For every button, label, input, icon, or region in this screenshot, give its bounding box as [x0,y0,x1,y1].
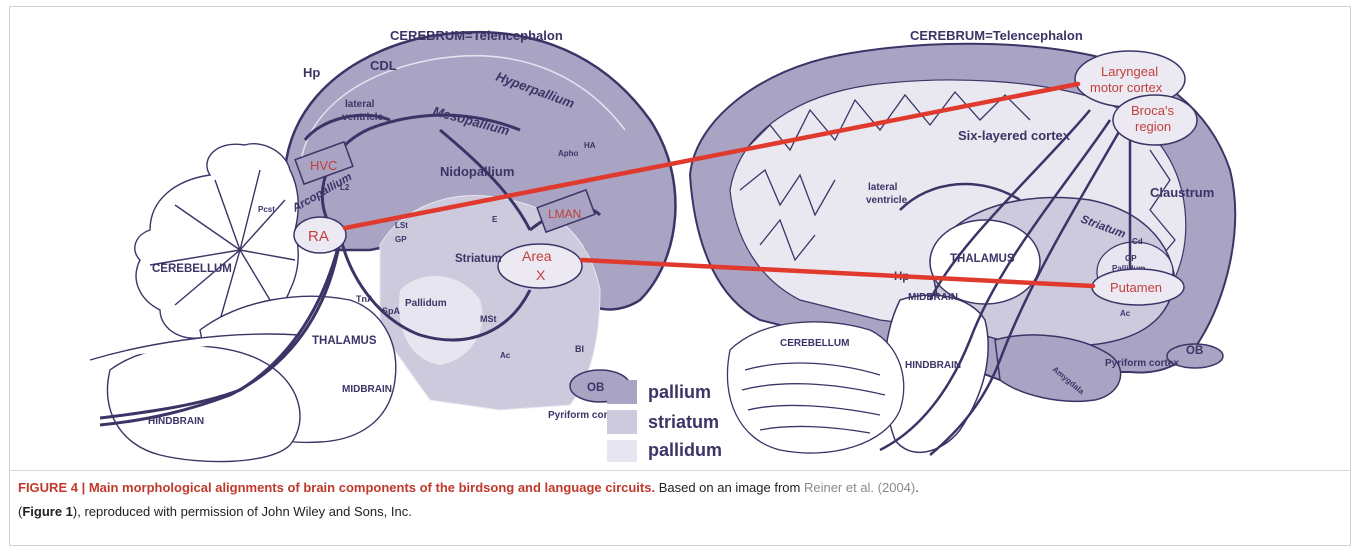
bird-small-label: TnA [356,294,374,304]
human-cerebellum-label: CEREBELLUM [780,338,849,349]
broca-label-2: region [1135,119,1171,134]
human-pyriform-label: Pyriform cortex [1105,358,1179,369]
bird-small-label: GP [395,235,407,244]
human-six-layered-label: Six-layered cortex [958,128,1071,143]
bird-small-label: HA [584,141,596,150]
legend-label-pallium: pallium [648,382,711,402]
figure-caption: FIGURE 4 | Main morphological alignments… [18,476,1338,524]
legend-swatch-striatum [607,410,637,434]
bird-pallidum-label: Pallidum [405,298,447,309]
bird-lateral-label: lateral [345,99,375,110]
human-ob-label: OB [1186,345,1203,357]
bird-nidopallium-label: Nidopallium [440,164,514,179]
caption-figure-ref[interactable]: Figure 1 [22,504,73,519]
putamen-label: Putamen [1110,280,1162,295]
bird-hindbrain-label: HINDBRAIN [148,416,204,427]
bird-striatum-label: Striatum [455,253,502,265]
broca-label-1: Broca's [1131,103,1174,118]
bird-small-label: Ac [500,351,511,360]
caption-text-2: . [915,480,919,495]
bird-small-label: SpA [382,306,401,316]
human-gp-label: GP [1125,254,1137,263]
bird-brain [90,32,675,461]
bird-cerebrum-title: CEREBRUM=Telencephalon [390,28,563,43]
caption-title: FIGURE 4 | Main morphological alignments… [18,480,655,495]
bird-small-label: Apho [558,149,579,158]
human-thalamus-label: THALAMUS [950,253,1015,265]
area-x-label-1: Area [522,248,552,264]
brain-diagram: HVC RA LMAN Area X CEREBRUM=Telencephalo… [0,0,1360,470]
human-lateral-label: lateral [868,182,898,193]
tissue-legend: pallium striatum pallidum [607,380,722,462]
caption-text-1: Based on an image from [655,480,804,495]
human-cd-label: Cd [1132,237,1143,246]
human-cerebrum-title: CEREBRUM=Telencephalon [910,28,1083,43]
bird-ventricle-label: ventricle [342,112,384,123]
human-ventricle-label: ventricle [866,195,908,206]
laryngeal-label-2: motor cortex [1090,80,1163,95]
caption-text-3: ), reproduced with permission of John Wi… [73,504,412,519]
legend-swatch-pallidum [607,440,637,462]
bird-cdl-label: CDL [370,58,397,73]
bird-small-label: LSt [395,221,408,230]
human-hindbrain-label: HINDBRAIN [905,360,961,371]
ra-label: RA [308,228,329,245]
bird-ob-label: OB [587,382,604,394]
human-ac-label: Ac [1120,309,1131,318]
bird-brainstem [90,296,396,461]
bird-small-label: BI [575,344,584,354]
bird-small-label: E [492,215,498,224]
bird-thalamus-label: THALAMUS [312,335,377,347]
legend-label-striatum: striatum [648,412,719,432]
caption-divider [9,470,1351,471]
human-claustrum-label: Claustrum [1150,185,1214,200]
area-x-label-2: X [536,267,546,283]
hvc-label: HVC [310,158,337,173]
laryngeal-label-1: Laryngeal [1101,64,1158,79]
caption-reference-link[interactable]: Reiner et al. (2004) [804,480,915,495]
legend-swatch-pallium [607,380,637,404]
lman-label: LMAN [548,207,581,221]
bird-small-label: MSt [480,314,497,324]
legend-label-pallidum: pallidum [648,440,722,460]
human-midbrain-label: MIDBRAIN [908,292,958,303]
bird-small-label: Pcst [258,205,275,214]
bird-hp-label: Hp [303,65,320,80]
bird-midbrain-label: MIDBRAIN [342,384,392,395]
bird-cerebellum-label: CEREBELLUM [152,263,232,275]
bird-small-label: L2 [340,183,350,192]
